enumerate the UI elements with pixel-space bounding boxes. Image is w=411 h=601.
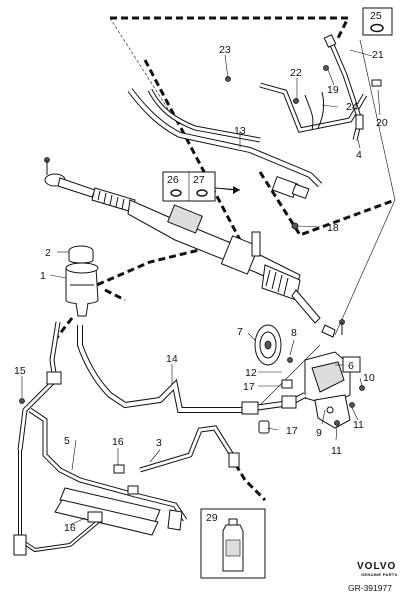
o-ring-icon	[370, 23, 384, 33]
svg-text:6: 6	[348, 360, 354, 372]
o-ring-icon	[170, 189, 182, 197]
callout-20: 20	[376, 117, 388, 129]
pipe-14	[77, 325, 307, 415]
diagram-reference: GR-391977	[348, 583, 392, 593]
callout-13: 13	[234, 125, 246, 137]
callout-7: 7	[237, 326, 243, 338]
callout-11a: 11	[353, 419, 364, 431]
reservoir	[65, 245, 99, 317]
callout-11b: 11	[331, 445, 342, 457]
callout-5: 5	[64, 435, 70, 447]
callout-16b: 16	[64, 522, 76, 534]
callout-24: 24	[346, 101, 358, 113]
callout-10: 10	[363, 372, 375, 384]
section-boundaries	[53, 16, 396, 502]
callout-9: 9	[316, 427, 322, 439]
callout-leaders	[21, 49, 381, 526]
boxed-callout-26-27: 26 27	[162, 171, 241, 202]
callout-19: 19	[327, 84, 339, 96]
callout-16a: 16	[112, 436, 124, 448]
callout-1: 1	[40, 270, 46, 282]
callout-26: 26	[167, 174, 179, 186]
callout-18: 18	[327, 222, 339, 234]
callout-12: 12	[245, 367, 257, 379]
svg-text:29: 29	[206, 512, 218, 524]
o-ring-icon	[196, 189, 208, 197]
volvo-logo: VOLVO GENUINE PARTS	[357, 561, 398, 577]
callout-17a: 17	[243, 381, 255, 393]
callout-14: 14	[166, 353, 178, 365]
boxed-callout-25: 25	[362, 7, 393, 36]
boxed-callout-29: 29	[200, 508, 266, 579]
callout-27: 27	[193, 174, 205, 186]
callout-23: 23	[219, 44, 231, 56]
pressure-pipe-13	[127, 88, 323, 200]
callout-2: 2	[45, 247, 51, 259]
svg-text:GENUINE PARTS: GENUINE PARTS	[361, 572, 398, 577]
fluid-bottle-icon	[222, 518, 244, 572]
callout-8: 8	[291, 327, 297, 339]
svg-text:25: 25	[370, 10, 382, 22]
callout-4: 4	[356, 149, 362, 161]
leader-lines	[109, 17, 396, 411]
boxed-callout-6: 6	[335, 356, 361, 373]
cooler-pipes	[13, 321, 240, 556]
callout-22: 22	[290, 67, 302, 79]
svg-text:VOLVO: VOLVO	[357, 561, 396, 572]
callout-21: 21	[372, 49, 384, 61]
steering-rack	[44, 157, 345, 338]
callout-3: 3	[156, 437, 162, 449]
pump-assembly	[254, 324, 365, 434]
callout-17b: 17	[286, 425, 298, 437]
return-line-assembly	[225, 24, 382, 141]
callout-labels: 1 2 3 4 5 7 8 9 10 11 11 12 13 14 15 16 …	[14, 44, 388, 534]
callout-15: 15	[14, 365, 26, 377]
